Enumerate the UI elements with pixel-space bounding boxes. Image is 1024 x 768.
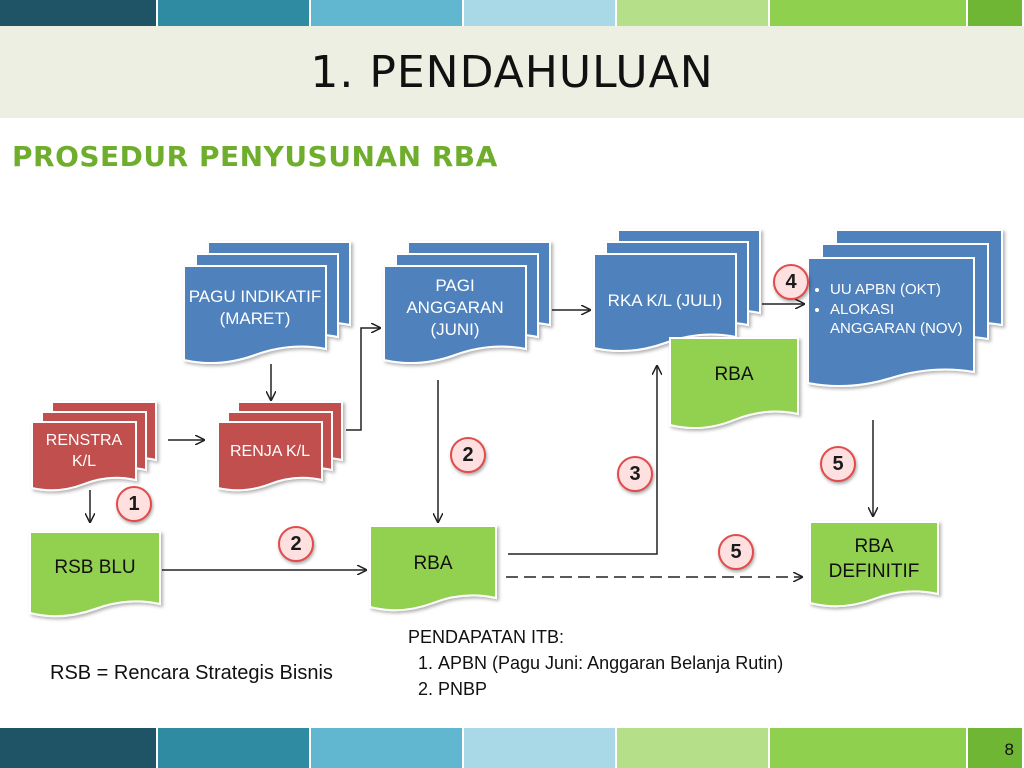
page-title: 1. PENDAHULUAN	[310, 46, 714, 98]
renja-doc-stack	[217, 401, 343, 492]
step-badge-1: 1	[116, 486, 152, 522]
page-number: 8	[1004, 740, 1014, 759]
stripe-segment	[0, 728, 158, 768]
arrow-renja-to-pagi	[346, 328, 380, 431]
stripe-segment	[464, 728, 617, 768]
arrow-rba-to-rba-top	[508, 366, 657, 555]
section-subtitle: PROSEDUR PENYUSUNAN RBA	[12, 140, 498, 173]
pagu-indikatif-label: PAGU INDIKATIF (MARET)	[188, 286, 322, 328]
uu-apbn-item: UU APBN (OKT)	[830, 280, 979, 300]
stripe-segment	[158, 0, 311, 26]
step-badge-4: 4	[773, 264, 809, 300]
rba-mid-doc	[369, 525, 497, 612]
stripe-segment	[968, 728, 1024, 768]
notes-heading: PENDAPATAN ITB:	[408, 627, 565, 647]
stripe-segment	[158, 728, 311, 768]
bottom-color-stripe	[0, 728, 1024, 768]
rka-kl-label: RKA K/L (JULI)	[607, 290, 723, 310]
rba-definitif-doc	[809, 521, 939, 608]
pagi-anggaran-doc-stack	[383, 241, 551, 364]
stripe-segment	[311, 728, 464, 768]
renstra-label: RENSTRA K/L	[45, 432, 123, 470]
rsb-blu-label: RSB BLU	[54, 556, 136, 578]
step-badge-5-lower: 5	[718, 534, 754, 570]
notes-item-apbn: APBN (Pagu Juni: Anggaran Belanja Rutin)	[438, 650, 783, 676]
stripe-segment	[311, 0, 464, 26]
renja-label: RENJA K/L	[229, 442, 311, 460]
income-notes: PENDAPATAN ITB: APBN (Pagu Juni: Anggara…	[408, 624, 783, 702]
title-bar: 1. PENDAHULUAN	[0, 26, 1024, 118]
rba-top-label: RBA	[714, 363, 754, 385]
step-badge-2-upper: 2	[450, 437, 486, 473]
rsb-blu-doc	[29, 531, 161, 618]
uu-apbn-doc-stack	[807, 229, 1003, 388]
stripe-segment	[617, 728, 770, 768]
rba-top-doc	[669, 337, 799, 429]
alokasi-anggaran-item: ALOKASI ANGGARAN (NOV)	[830, 300, 979, 339]
step-badge-3: 3	[617, 456, 653, 492]
stripe-segment	[770, 0, 968, 26]
step-badge-2-lower: 2	[278, 526, 314, 562]
stripe-segment	[617, 0, 770, 26]
rba-definitif-label: RBA DEFINITIF	[828, 536, 920, 582]
uu-apbn-bullet-list: UU APBN (OKT) ALOKASI ANGGARAN (NOV)	[814, 280, 979, 339]
pagu-indikatif-doc-stack	[183, 241, 351, 364]
step-badge-5-right: 5	[820, 446, 856, 482]
top-color-stripe	[0, 0, 1024, 26]
stripe-segment	[464, 0, 617, 26]
renstra-doc-stack	[31, 401, 157, 492]
rba-mid-label: RBA	[413, 552, 453, 574]
rsb-definition: RSB = Rencara Strategis Bisnis	[50, 662, 333, 684]
stripe-segment	[770, 728, 968, 768]
stripe-segment	[0, 0, 158, 26]
stripe-segment	[968, 0, 1024, 26]
rka-kl-doc-stack	[593, 229, 761, 352]
pagi-anggaran-label: PAGI ANGGARAN (JUNI)	[406, 275, 504, 340]
notes-item-pnbp: PNBP	[438, 676, 783, 702]
